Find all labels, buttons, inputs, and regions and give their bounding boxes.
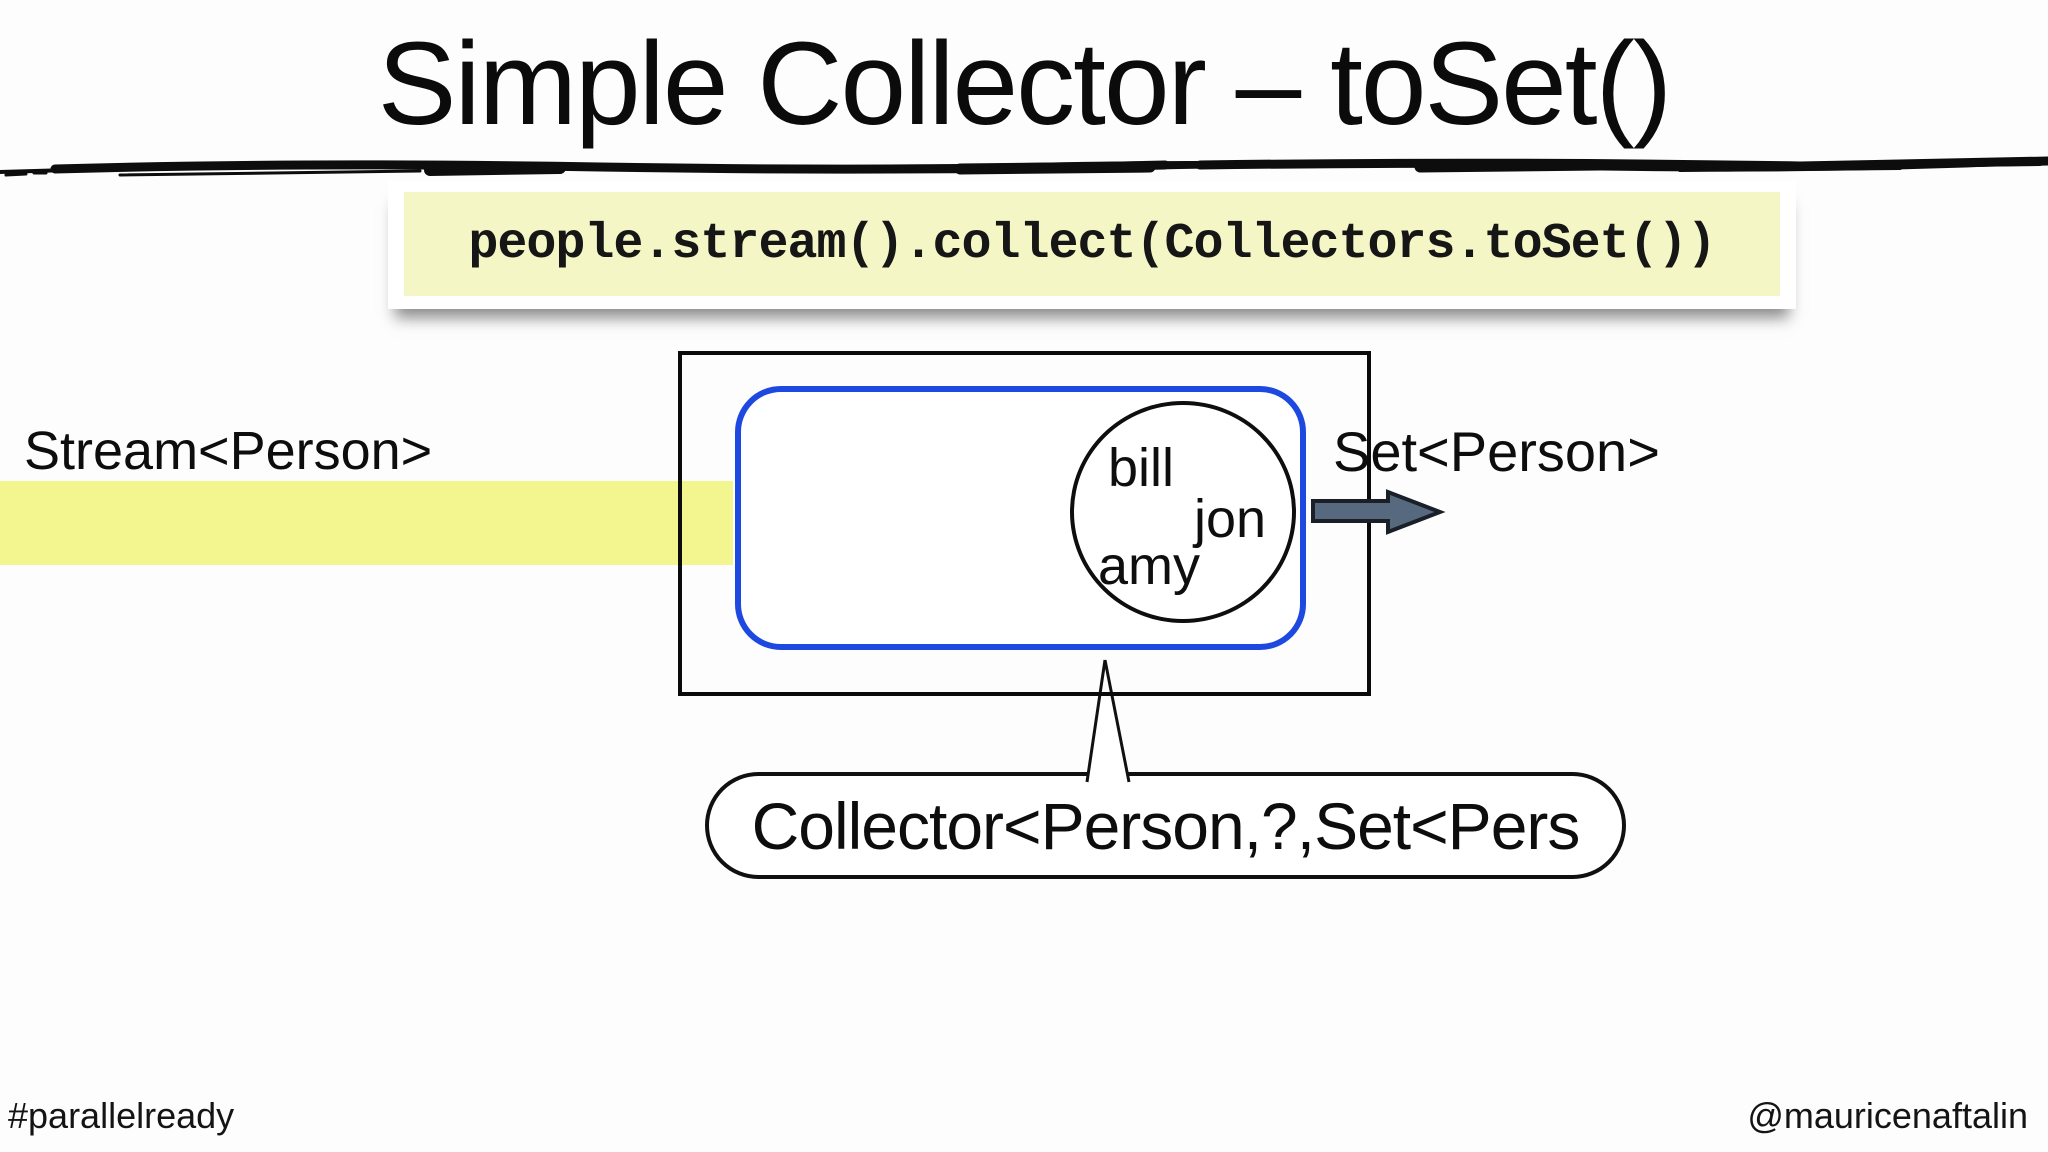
set-member: jon (1194, 489, 1267, 549)
set-member: bill (1108, 438, 1175, 498)
hashtag-label: #parallelready (8, 1095, 235, 1136)
callout-bubble: Collector<Person,?,Set<Pers (705, 772, 1626, 879)
code-snippet: people.stream().collect(Collectors.toSet… (468, 215, 1716, 273)
output-arrow-icon (1311, 489, 1446, 535)
stream-band (0, 481, 733, 565)
code-card: people.stream().collect(Collectors.toSet… (388, 181, 1796, 309)
code-highlight-box: people.stream().collect(Collectors.toSet… (404, 192, 1780, 296)
set-type-label: Set<Person> (1333, 420, 1660, 483)
set-member: amy (1098, 536, 1201, 596)
collector-outer-box (678, 351, 1371, 696)
callout-pointer (1085, 659, 1131, 783)
twitter-handle-label: @mauricenaftalin (1747, 1095, 2028, 1136)
stream-type-label: Stream<Person> (24, 421, 433, 481)
set-circle (1070, 401, 1296, 623)
divider-line (0, 156, 2048, 177)
slide-title: Simple Collector – toSet() (377, 18, 1672, 150)
callout-text: Collector<Person,?,Set<Pers (751, 788, 1581, 863)
